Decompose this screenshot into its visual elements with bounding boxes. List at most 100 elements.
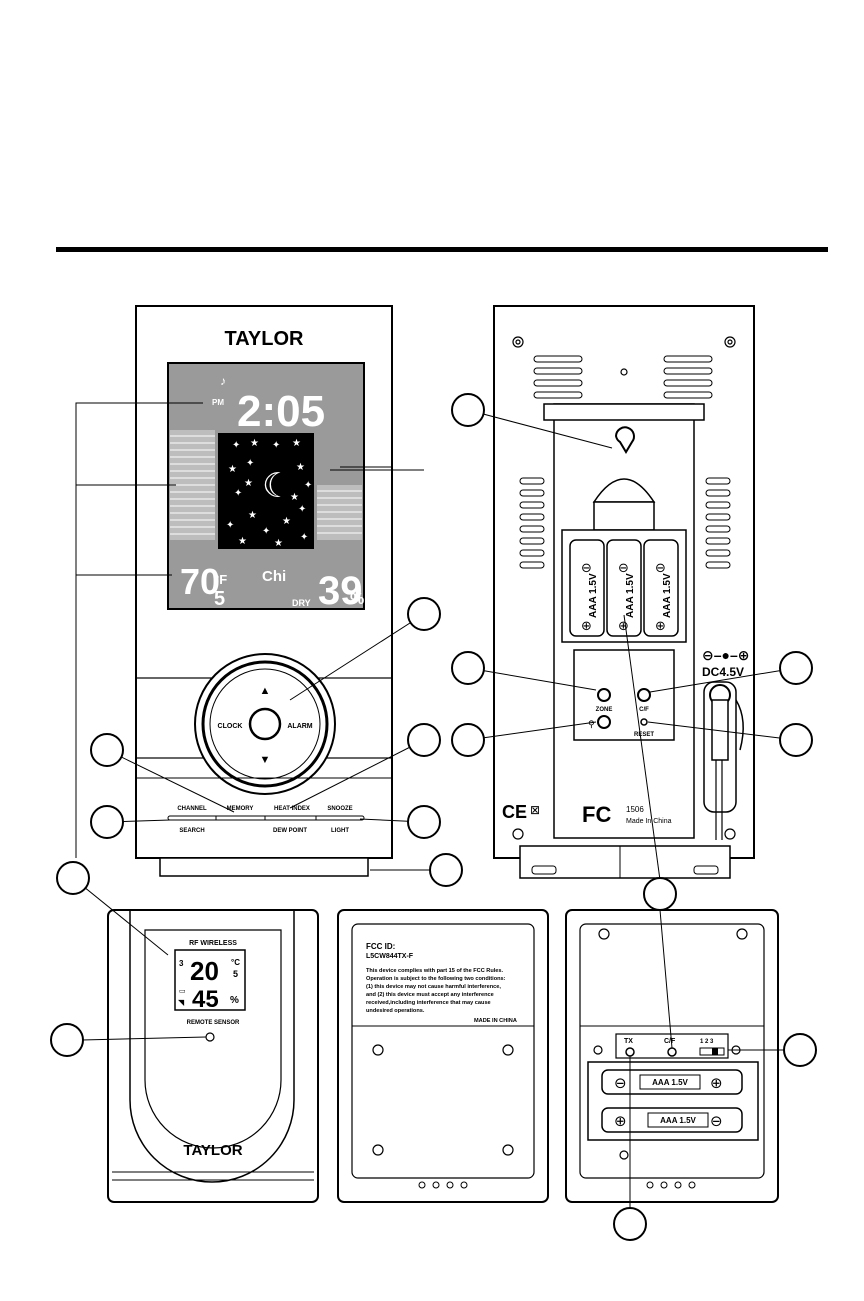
svg-text:★: ★ [296, 462, 305, 473]
svg-text:★: ★ [274, 538, 283, 549]
svg-text:⊖: ⊖ [710, 1113, 723, 1130]
dew-point-label: DEW POINT [273, 828, 307, 834]
remote-cf-label: C/F [664, 1038, 676, 1045]
callout-marker [407, 805, 441, 839]
svg-text:★: ★ [250, 438, 259, 449]
batteries: AAA 1.5V AAA 1.5V AAA 1.5V ⊖ ⊕ ⊖ ⊕ ⊖ ⊕ [569, 539, 679, 637]
fcc-text-2: Operation is subject to the following tw… [366, 976, 506, 982]
svg-text:✦: ✦ [298, 504, 306, 515]
reset-button[interactable] [640, 718, 648, 726]
down-arrow-icon[interactable]: ▼ [260, 754, 271, 766]
zone-button[interactable] [597, 688, 611, 702]
callout-marker [407, 597, 441, 631]
remote-back: FCC ID: L5CW844TX-F This device complies… [337, 909, 549, 1203]
left-bargraph [170, 430, 215, 540]
svg-text:✦: ✦ [304, 480, 312, 491]
remote-cf-button[interactable] [667, 1047, 677, 1057]
svg-text:✦: ✦ [234, 488, 242, 499]
callout-marker [451, 651, 485, 685]
svg-text:✦: ✦ [226, 520, 234, 531]
callout-marker [779, 651, 813, 685]
tx-button[interactable] [625, 1047, 635, 1057]
fcc-text-1: This device complies with part 15 of the… [366, 968, 504, 974]
moon-icon: ☾ [262, 467, 292, 505]
front-unit: TAYLOR ♪ PM 2:05 [135, 305, 393, 877]
search-label: SEARCH [179, 828, 204, 834]
alarm-bell-icon: ♪ [220, 374, 226, 388]
remote-battery-label-1: AAA 1.5V [652, 1078, 688, 1087]
clock-button[interactable]: CLOCK [218, 723, 243, 730]
back-unit: AAA 1.5V AAA 1.5V AAA 1.5V ⊖ ⊕ ⊖ ⊕ ⊖ ⊕ Z… [493, 305, 755, 879]
svg-text:⊕: ⊕ [618, 618, 629, 633]
remote-battery-minus-icon: ⊖ [614, 1075, 627, 1092]
svg-text:⊖: ⊖ [655, 560, 666, 575]
svg-text:✦: ✦ [272, 440, 280, 451]
remote-back-screws [372, 1044, 514, 1156]
zone-label: ZONE [596, 707, 613, 713]
up-arrow-icon[interactable]: ▲ [260, 685, 271, 697]
callout-marker [407, 723, 441, 757]
temperature-main: 70 [180, 561, 220, 602]
remote-made-in-china: MADE IN CHINA [474, 1018, 517, 1024]
callout-marker [783, 1033, 817, 1067]
screw-holes [512, 336, 736, 840]
top-vents [533, 355, 713, 399]
alarm-button[interactable]: ALARM [287, 723, 312, 730]
antenna-icon: ⚲ [588, 719, 595, 729]
back-stand [519, 845, 731, 879]
fcc-text-5: received,including interference that may… [366, 1000, 491, 1006]
battery-door-tab [592, 478, 656, 503]
ce-mark: CE [502, 802, 527, 822]
svg-text:✦: ✦ [246, 458, 254, 469]
callout-marker [50, 1023, 84, 1057]
svg-text:✦: ✦ [262, 526, 270, 537]
svg-text:⊕: ⊕ [614, 1113, 627, 1130]
svg-text:✦: ✦ [232, 440, 240, 451]
heat-index-label: HEAT INDEX [274, 806, 310, 812]
fcc-text-4: and (2) this device must accept any inte… [366, 992, 494, 998]
center-button[interactable] [248, 707, 282, 741]
battery-label-2: AAA 1.5V [625, 573, 636, 618]
callout-marker [451, 723, 485, 757]
search-sensor-button[interactable] [597, 715, 611, 729]
temperature-decimal: 5 [214, 588, 225, 610]
remote-sensor-subtitle: REMOTE SENSOR [187, 1020, 240, 1026]
callout-marker [779, 723, 813, 757]
leader-lines [72, 402, 797, 1210]
remote-humidity: 45 [192, 986, 219, 1013]
svg-text:★: ★ [248, 510, 257, 521]
snooze-label: SNOOZE [327, 806, 352, 812]
callout-marker [613, 1207, 647, 1241]
channel-switch-label: 1 2 3 [700, 1039, 714, 1045]
pm-indicator: PM [212, 398, 224, 407]
remote-temperature: 20 [190, 956, 219, 986]
callout-marker [643, 877, 677, 911]
remote-channel: 3 [179, 959, 184, 968]
wall-hang-slot [614, 426, 635, 454]
battery-minus-icon: ⊖ [581, 560, 592, 575]
cf-label: C/F [639, 707, 649, 713]
comfort-indicator: DRY [292, 598, 311, 608]
front-brand-logo: TAYLOR [225, 328, 304, 350]
tx-label: TX [624, 1038, 633, 1045]
remote-front: RF WIRELESS 3 20 °C 5 ▭ ◥ 45 % REMOTE SE… [107, 909, 319, 1203]
cf-button[interactable] [637, 688, 651, 702]
reset-label: RESET [634, 732, 654, 738]
svg-text:★: ★ [282, 516, 291, 527]
fcc-text-3: (1) this device may not cause harmful in… [366, 984, 501, 990]
bottom-button-bar[interactable] [167, 815, 365, 821]
callout-marker [90, 733, 124, 767]
callout-marker [429, 853, 463, 887]
side-vents [519, 477, 731, 569]
battery-label-3: AAA 1.5V [662, 573, 673, 618]
stars-icon: ✦★✦★ ★✦★✦ ✦★★✦ ✦★✦★ ★✦★ [226, 438, 312, 549]
callout-marker [451, 393, 485, 427]
polarity-icon: ⊖–●–⊕ [702, 647, 750, 663]
temperature-unit: °F [214, 572, 227, 587]
light-label: LIGHT [331, 828, 349, 834]
back-controls-panel [573, 649, 675, 741]
heat-index-readout: Chi [262, 568, 286, 585]
right-bargraph [317, 485, 362, 540]
front-stand [159, 857, 369, 877]
